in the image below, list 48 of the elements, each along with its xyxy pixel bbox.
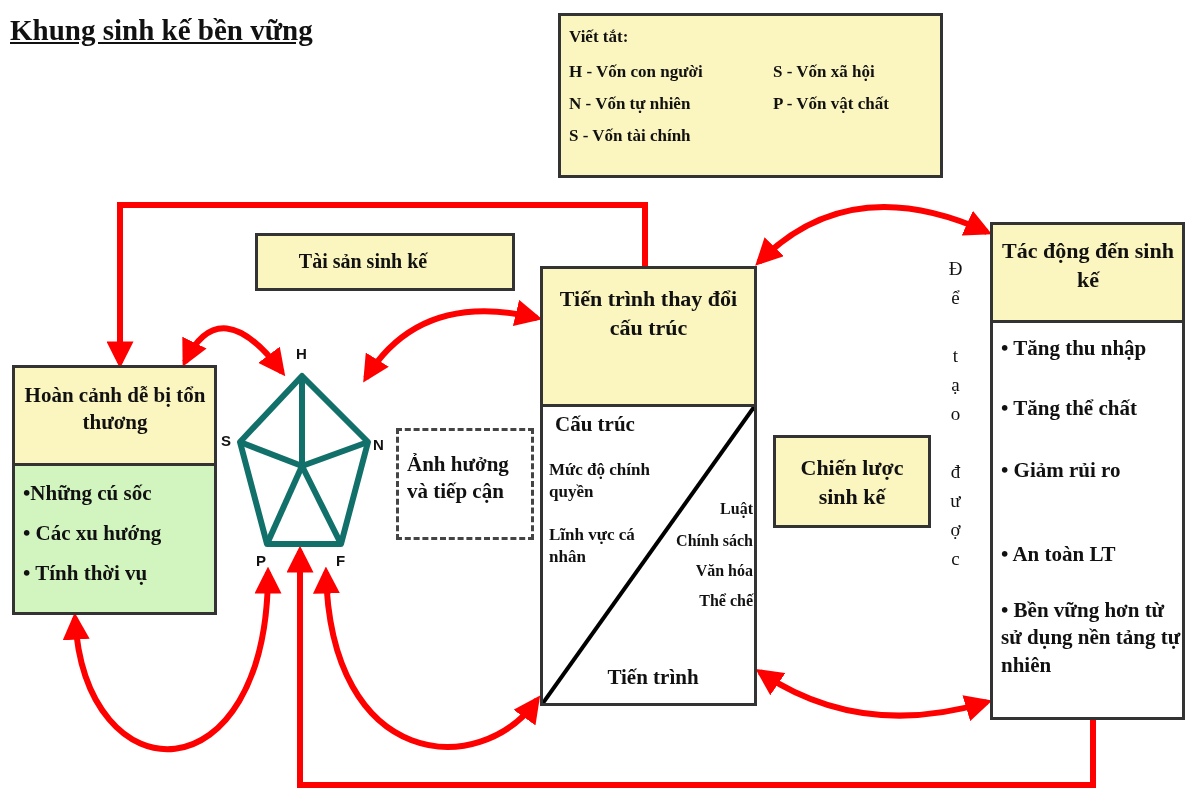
- structure-text: Luật: [719, 499, 753, 520]
- structure-text: Chính sách: [675, 531, 753, 551]
- vertex-label: H: [296, 345, 307, 362]
- section-heading: Cấu trúc: [555, 411, 636, 438]
- bullet-item: • Tăng thu nhập: [1001, 335, 1148, 362]
- bullet-item: • Tăng thể chất: [1001, 395, 1138, 422]
- structure-text: Mức độ chính quyền: [549, 459, 651, 504]
- abbreviation-entry: H - Vốn con người: [569, 61, 704, 83]
- abbreviation-box: [558, 13, 943, 178]
- box-text: Ảnh hưởng và tiếp cận: [407, 451, 510, 506]
- outcomes-box: [990, 222, 1185, 720]
- structure-text: Lĩnh vực cá nhân: [549, 524, 636, 569]
- asset-title-box: [255, 233, 515, 291]
- bullet-item: • Giảm rủi ro: [1001, 457, 1122, 484]
- vertex-label: P: [256, 552, 266, 569]
- box-text: Tài sản sinh kế: [297, 249, 429, 274]
- bullet-item: • Các xu hướng: [23, 520, 163, 547]
- abbreviation-entry: S - Vốn tài chính: [569, 125, 692, 147]
- box-heading: Hoàn cảnh dễ bị tổn thương: [23, 382, 207, 437]
- diagram-title: Khung sinh kế bền vững: [10, 14, 313, 47]
- section-heading: Tiến trình: [606, 664, 700, 691]
- vertex-label: F: [336, 552, 346, 569]
- abbreviation-entry: P - Vốn vật chất: [773, 93, 890, 115]
- box-heading: Viết tắt:: [569, 26, 630, 48]
- bullet-item: • An toàn LT: [1001, 541, 1117, 568]
- structure-text: Văn hóa: [694, 561, 753, 581]
- strategy-box: [773, 435, 931, 528]
- abbreviation-entry: S - Vốn xã hội: [773, 61, 876, 83]
- arrow: [286, 545, 1096, 788]
- arrow: [755, 204, 992, 266]
- arrow: [182, 325, 286, 377]
- vulnerability-box: [12, 365, 217, 615]
- box-heading: Tiến trình thay đổi cấu trúc: [558, 285, 739, 342]
- bullet-item: •Những cú sốc: [23, 480, 153, 507]
- bullet-item: • Tính thời vụ: [23, 560, 149, 587]
- structures-box: [540, 266, 757, 706]
- box-text: Chiến lược sinh kế: [799, 454, 905, 511]
- vertical-text: Để tạo được: [944, 258, 966, 579]
- bullet-item: • Bền vững hơn từ sử dụng nền tảng tự nhiên: [1001, 597, 1181, 679]
- vertex-label: S: [221, 432, 231, 449]
- structure-text: Thể chế: [698, 591, 753, 611]
- abbreviation-entry: N - Vốn tự nhiên: [569, 93, 692, 115]
- box-heading: Tác động đến sinh kế: [1001, 237, 1175, 294]
- arrow: [314, 566, 541, 750]
- dashed-box: [396, 428, 534, 540]
- arrow: [64, 566, 280, 752]
- pentagon-drawing: [235, 370, 373, 550]
- vertex-label: N: [373, 436, 384, 453]
